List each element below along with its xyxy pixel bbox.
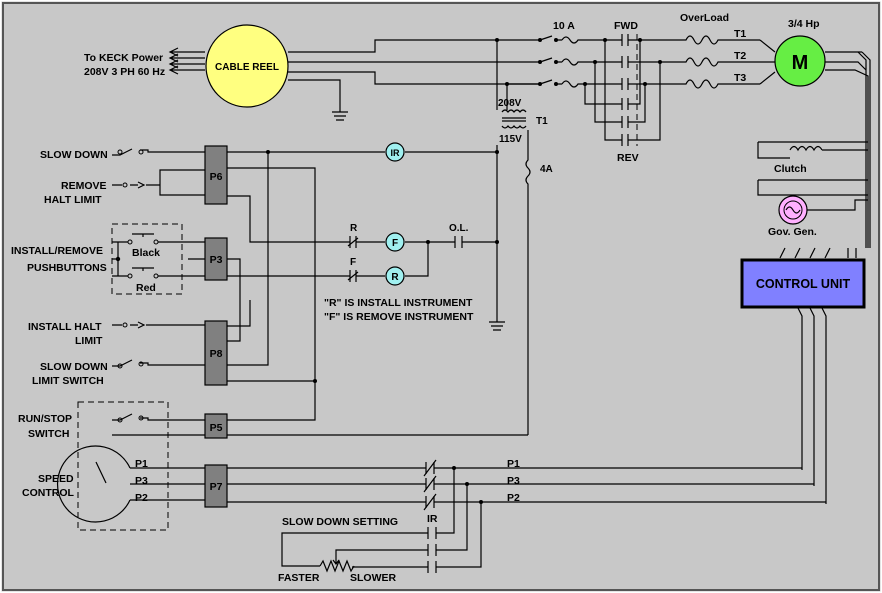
motor-circle (774, 35, 826, 87)
slow-down-limit-label-2: LIMIT SWITCH (32, 375, 104, 387)
overload: OverLoad (680, 12, 776, 89)
contact-ol-label: O.L. (449, 223, 469, 234)
pin-p3-left: P3 (135, 475, 148, 487)
rev-label: REV (617, 152, 639, 164)
cable-reel-label: CABLE REEL (215, 62, 279, 73)
connector-p3-label: P3 (210, 254, 223, 266)
power-source-label-2: 208V 3 PH 60 Hz (84, 66, 165, 78)
cable-reel-circle (205, 24, 289, 108)
contactors: FWD REV (583, 20, 680, 164)
contact-f-label: F (350, 257, 356, 268)
contact-r-label: R (350, 223, 358, 234)
connector-p6 (204, 145, 228, 205)
install-remove-label-2: PUSHBUTTONS (27, 262, 107, 274)
connector-p7 (204, 464, 228, 508)
relay-r-label: R (391, 272, 399, 283)
relay-ir (385, 142, 405, 162)
speed-label-1: SPEED (38, 473, 74, 485)
gov-gen-label: Gov. Gen. (768, 226, 817, 238)
run-stop-label-2: SWITCH (28, 428, 69, 440)
transformer: 208V T1 115V 4A (489, 38, 553, 435)
slow-setting-ir: IR (427, 513, 438, 525)
connector-p8 (204, 320, 228, 386)
slow-down-limit-label-1: SLOW DOWN (40, 361, 108, 373)
slower-label: SLOWER (350, 572, 396, 584)
motor: 3/4 Hp T1 T2 T3 M (734, 18, 871, 248)
ground-symbol (288, 79, 348, 121)
control-unit (740, 258, 866, 309)
phase-lines: 10 A (288, 20, 605, 121)
xfmr-name-label: T1 (536, 116, 548, 127)
note-r: "R" IS INSTALL INSTRUMENT (324, 297, 473, 309)
pin-p3-right: P3 (507, 475, 520, 487)
remove-halt-label-1: REMOVE (61, 180, 107, 192)
cable-reel: CABLE REEL (205, 24, 289, 108)
control-unit-label: CONTROL UNIT (756, 277, 851, 291)
slow-setting-title: SLOW DOWN SETTING (282, 516, 398, 528)
pin-p2-left: P2 (135, 492, 148, 504)
overload-label: OverLoad (680, 12, 729, 24)
motor-t1-label: T1 (734, 28, 746, 40)
faster-label: FASTER (278, 572, 320, 584)
install-halt-label-2: LIMIT (75, 335, 103, 347)
motor-t2-label: T2 (734, 50, 746, 62)
xfmr-secondary-label: 115V (499, 134, 522, 145)
black-label: Black (132, 247, 160, 259)
slow-down-label: SLOW DOWN (40, 149, 108, 161)
connector-p6-label: P6 (210, 171, 223, 183)
connector-p5-label: P5 (210, 422, 223, 434)
power-source-label-1: To KECK Power (84, 52, 163, 64)
run-stop-label-1: RUN/STOP (18, 413, 72, 425)
motor-hp-label: 3/4 Hp (788, 18, 820, 30)
control-fuse-label: 4A (540, 164, 553, 175)
red-label: Red (136, 282, 156, 294)
connector-p5 (204, 413, 228, 439)
right-side: Clutch Gov. Gen. CONTROL UNIT (740, 141, 868, 504)
motor-t3-label: T3 (734, 72, 746, 84)
pin-p1-left: P1 (135, 458, 148, 470)
pin-p2-right: P2 (507, 492, 520, 504)
note-f: "F" IS REMOVE INSTRUMENT (324, 311, 474, 323)
relay-f-label: F (392, 238, 398, 249)
remove-halt-label-2: HALT LIMIT (44, 194, 102, 206)
install-halt-label-1: INSTALL HALT (28, 321, 102, 333)
xfmr-primary-label: 208V (498, 98, 522, 109)
connector-p7-label: P7 (210, 481, 223, 493)
fwd-label: FWD (614, 20, 638, 32)
control-wiring: SLOW DOWN REMOVE HALT LIMIT INSTALL/REMO… (11, 142, 826, 584)
main-fuse-label: 10 A (553, 20, 575, 32)
relay-r (385, 266, 405, 286)
relay-f (385, 232, 405, 252)
motor-symbol: M (792, 52, 809, 74)
connector-p8-label: P8 (210, 348, 223, 360)
relay-ir-label: IR (391, 148, 401, 158)
install-remove-label-1: INSTALL/REMOVE (11, 245, 103, 257)
ground-symbol (489, 321, 505, 331)
power-source: To KECK Power 208V 3 PH 60 Hz (84, 47, 205, 78)
pin-p1-right: P1 (507, 458, 520, 470)
clutch-label: Clutch (774, 163, 807, 175)
speed-label-2: CONTROL (22, 487, 74, 499)
